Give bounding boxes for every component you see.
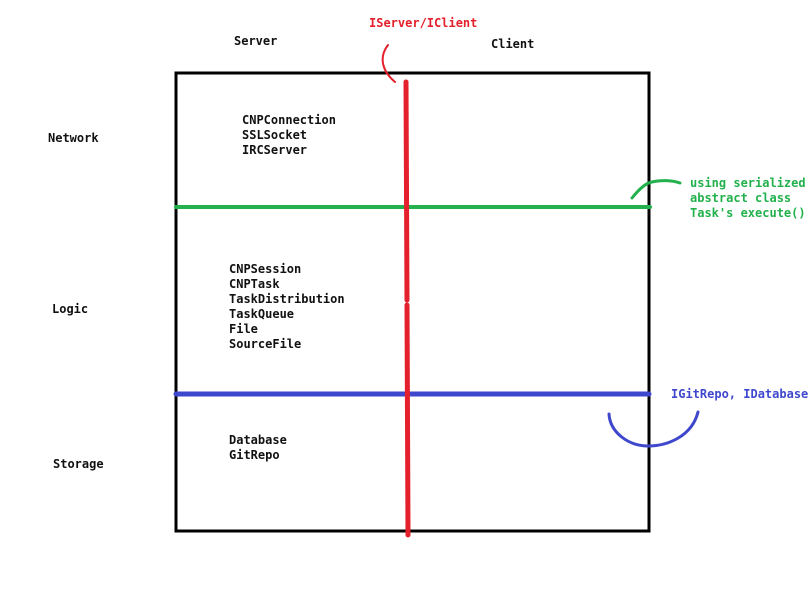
interface-pointer bbox=[381, 44, 396, 83]
network-layer-label: Network bbox=[48, 131, 99, 145]
note-line: abstract class bbox=[690, 191, 792, 205]
client-column-label: Client bbox=[491, 37, 535, 51]
system-boundary bbox=[174, 71, 651, 533]
blue-note-pointer bbox=[607, 410, 700, 448]
green-note-pointer bbox=[630, 179, 682, 200]
class-name: SourceFile bbox=[229, 337, 302, 351]
class-name: File bbox=[229, 322, 258, 336]
network-class-list: CNPConnection SSLSocket IRCServer bbox=[242, 113, 336, 158]
storage-class-list: Database GitRepo bbox=[229, 433, 287, 463]
class-name: CNPSession bbox=[229, 262, 302, 276]
class-name: GitRepo bbox=[229, 448, 280, 462]
note-line: Task's execute() bbox=[690, 206, 806, 220]
server-column-label: Server bbox=[234, 34, 278, 48]
logic-class-list: CNPSession CNPTask TaskDistribution Task… bbox=[229, 262, 345, 352]
logic-storage-note: IGitRepo, IDatabase bbox=[671, 387, 808, 401]
class-name: TaskQueue bbox=[229, 307, 295, 321]
class-name: TaskDistribution bbox=[229, 292, 345, 306]
note-line: using serialized bbox=[690, 176, 806, 190]
class-name: SSLSocket bbox=[242, 128, 308, 142]
class-name: IRCServer bbox=[242, 143, 308, 157]
class-name: CNPConnection bbox=[242, 113, 336, 127]
network-logic-note: using serialized abstract class Task's e… bbox=[690, 176, 806, 221]
class-name: Database bbox=[229, 433, 287, 447]
server-client-divider bbox=[403, 79, 411, 538]
storage-layer-label: Storage bbox=[53, 457, 104, 471]
interface-label: IServer/IClient bbox=[369, 16, 478, 30]
class-name: CNPTask bbox=[229, 277, 280, 291]
logic-layer-label: Logic bbox=[52, 302, 89, 316]
